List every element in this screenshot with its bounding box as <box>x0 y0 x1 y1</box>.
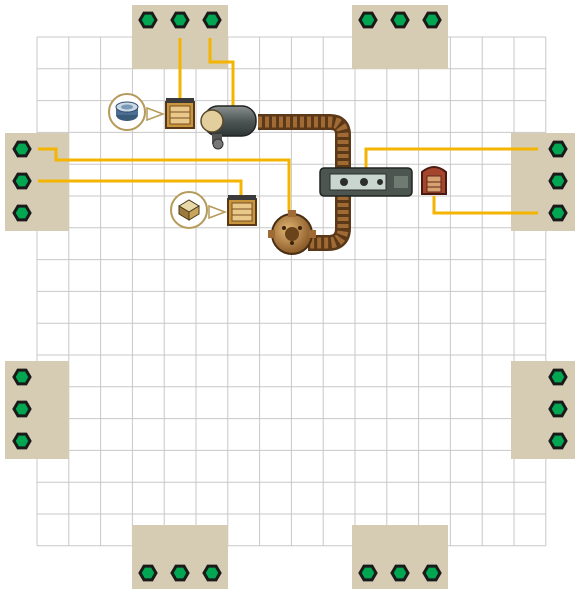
right-lower-input-pad[interactable] <box>511 361 575 459</box>
bottom-left-input-pad[interactable] <box>132 525 228 589</box>
port-hex-icon[interactable] <box>202 564 222 582</box>
output-crate[interactable] <box>421 166 447 195</box>
port-hex-icon[interactable] <box>422 11 442 29</box>
port-hex-icon[interactable] <box>12 204 32 222</box>
port-hex-icon[interactable] <box>548 204 568 222</box>
port-hex-icon[interactable] <box>548 172 568 190</box>
port-hex-icon[interactable] <box>12 432 32 450</box>
grabber-1[interactable] <box>165 98 195 129</box>
ingredient-box[interactable] <box>170 191 228 229</box>
port-hex-icon[interactable] <box>12 172 32 190</box>
port-hex-icon[interactable] <box>358 564 378 582</box>
port-hex-icon[interactable] <box>422 564 442 582</box>
port-hex-icon[interactable] <box>358 11 378 29</box>
port-hex-icon[interactable] <box>548 400 568 418</box>
wire-right-a[interactable] <box>364 147 538 170</box>
port-hex-icon[interactable] <box>138 564 158 582</box>
wires-layer <box>38 38 538 215</box>
port-hex-icon[interactable] <box>138 11 158 29</box>
port-hex-icon[interactable] <box>170 564 190 582</box>
wire-right-b[interactable] <box>432 196 538 215</box>
port-hex-icon[interactable] <box>390 11 410 29</box>
top-right-input-pad[interactable] <box>352 5 448 69</box>
wire-left-a[interactable] <box>38 147 291 212</box>
port-hex-icon[interactable] <box>12 140 32 158</box>
port-hex-icon[interactable] <box>202 11 222 29</box>
gear-machine[interactable] <box>268 210 316 255</box>
port-hex-icon[interactable] <box>12 368 32 386</box>
wire-left-b[interactable] <box>38 179 243 196</box>
port-hex-icon[interactable] <box>390 564 410 582</box>
left-upper-input-pad[interactable] <box>5 133 69 231</box>
ingredient-canister[interactable] <box>108 93 166 131</box>
bottom-right-input-pad[interactable] <box>352 525 448 589</box>
port-hex-icon[interactable] <box>12 400 32 418</box>
port-hex-icon[interactable] <box>548 432 568 450</box>
port-hex-icon[interactable] <box>548 140 568 158</box>
port-hex-icon[interactable] <box>170 11 190 29</box>
grabber-2[interactable] <box>227 195 257 226</box>
furnace-machine[interactable] <box>319 167 413 197</box>
tank-machine[interactable] <box>200 105 257 150</box>
left-lower-input-pad[interactable] <box>5 361 69 459</box>
port-hex-icon[interactable] <box>548 368 568 386</box>
wire-top-b[interactable] <box>208 38 235 108</box>
